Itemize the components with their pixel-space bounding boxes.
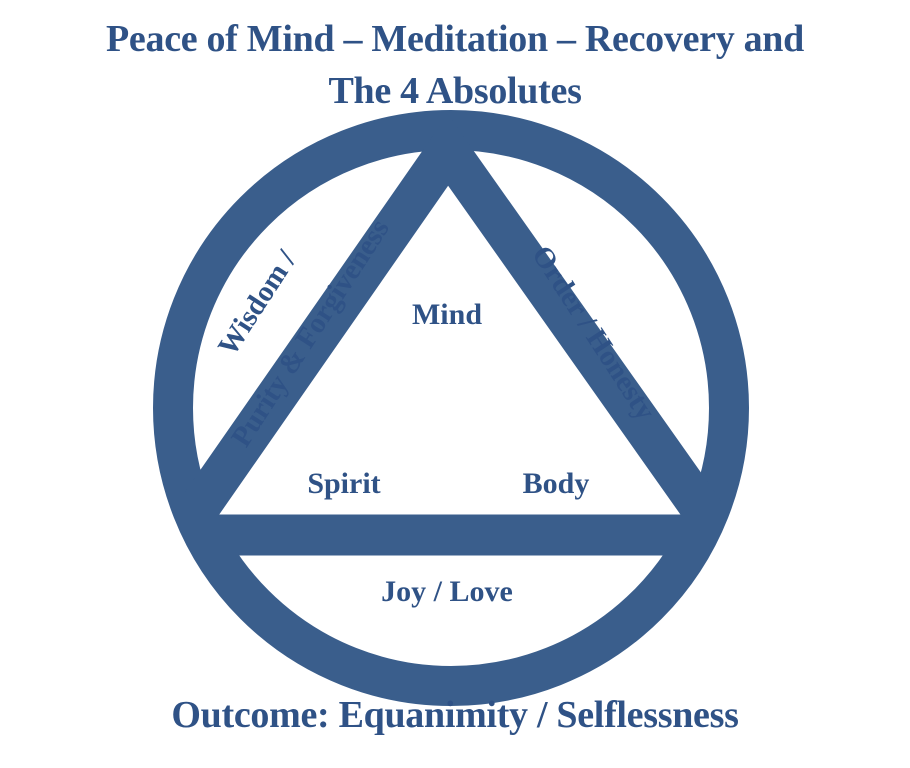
outcome-text: Outcome: Equanimity / Selflessness: [171, 694, 739, 736]
label-body: Body: [523, 467, 590, 500]
label-spirit: Spirit: [307, 467, 380, 500]
label-joy-love: Joy / Love: [381, 575, 513, 608]
label-order-honesty: Order / Honesty: [525, 240, 661, 426]
title-line-2: The 4 Absolutes: [328, 70, 582, 112]
label-mind: Mind: [412, 298, 482, 331]
title-line-1: Peace of Mind – Meditation – Recovery an…: [106, 18, 804, 60]
inner-triangle: [155, 114, 747, 556]
